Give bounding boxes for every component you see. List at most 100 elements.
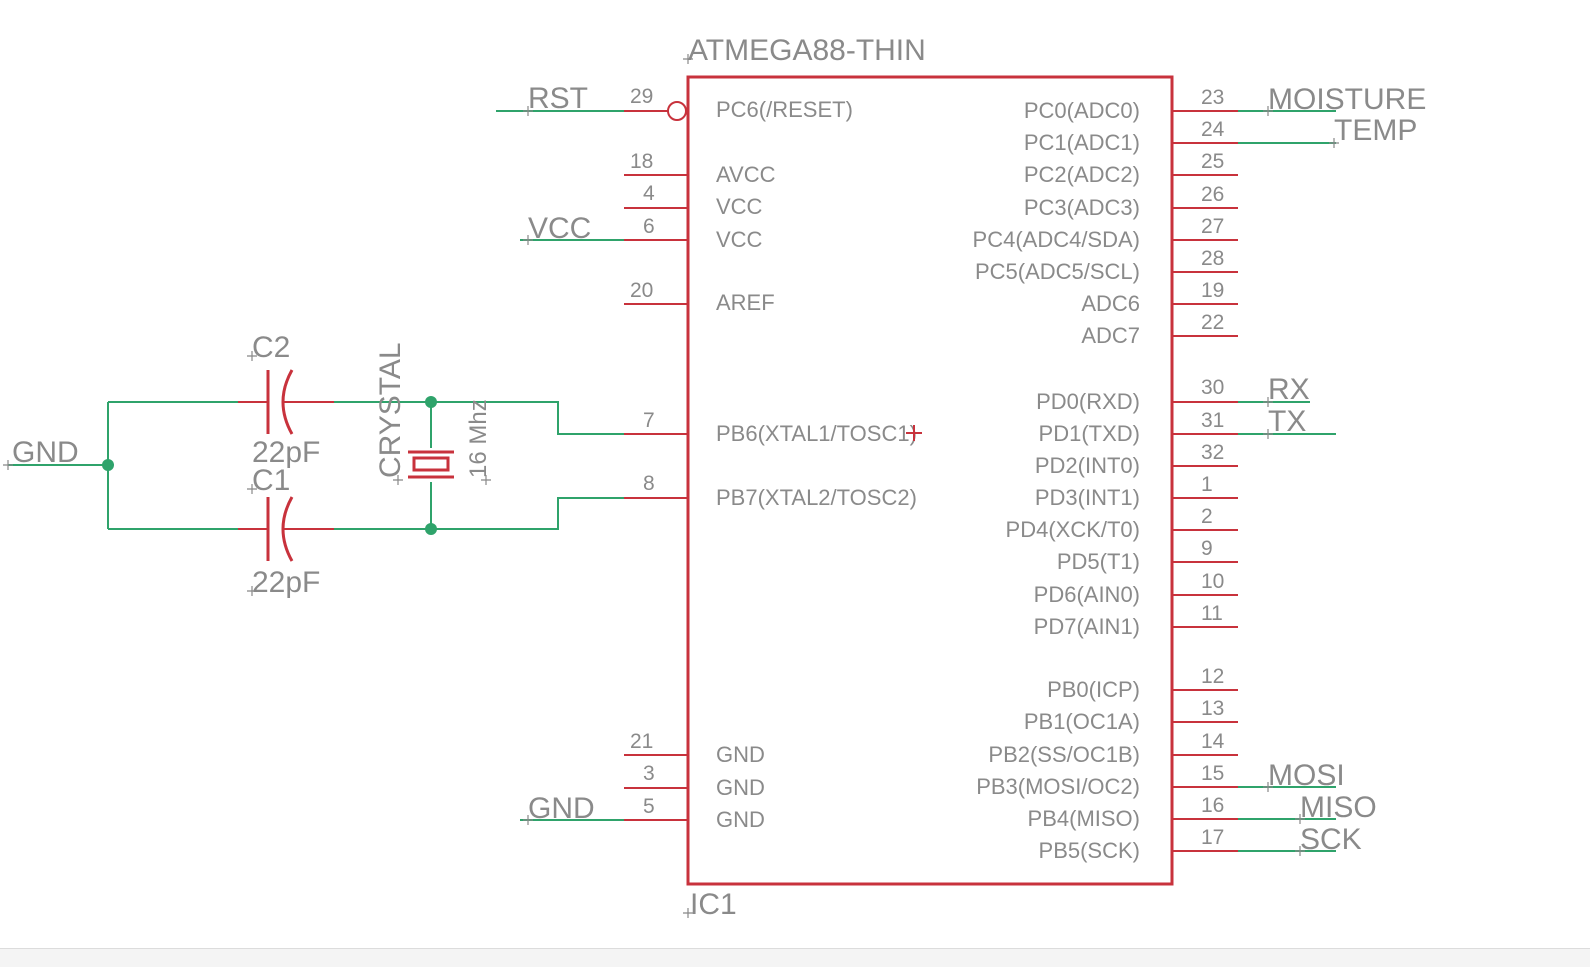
pin-label: PD5(T1)	[1057, 549, 1140, 574]
net-label: GND	[528, 792, 595, 825]
left-pin-3: 3 GND	[624, 762, 765, 800]
right-pin-14: 14 PB2(SS/OC1B)	[988, 730, 1238, 767]
right-pin-31: 31 PD1(TXD)	[1039, 409, 1238, 446]
crystal-value: 16 Mhz	[465, 399, 492, 478]
cap-value: 22pF	[252, 566, 320, 599]
pin-label: PD3(INT1)	[1035, 485, 1140, 510]
pin-label: ADC6	[1081, 291, 1140, 316]
net-label: VCC	[528, 212, 591, 245]
ic-name-origin-mark	[683, 54, 693, 64]
pin-number: 26	[1201, 183, 1224, 206]
pin-number: 12	[1201, 665, 1224, 688]
right-pin-19: 19 ADC6	[1081, 279, 1238, 316]
pin-label: GND	[716, 775, 765, 800]
left-pin-18: 18 AVCC	[624, 150, 776, 187]
right-pin-15: 15 PB3(MOSI/OC2)	[976, 762, 1238, 799]
pin-label: PB6(XTAL1/TOSC1)	[716, 421, 917, 446]
pin-number: 10	[1201, 570, 1224, 593]
left-pin-6: 6 VCC	[624, 215, 763, 252]
pin-label: PD1(TXD)	[1039, 421, 1140, 446]
pin-label: PB7(XTAL2/TOSC2)	[716, 485, 917, 510]
pin-label: PC1(ADC1)	[1024, 130, 1140, 155]
pin-number: 18	[630, 150, 653, 173]
left-pin-4: 4 VCC	[624, 182, 763, 219]
crystal-symbol: CRYSTAL 16 Mhz	[374, 342, 492, 485]
pin-number: 16	[1201, 794, 1224, 817]
net-temp: TEMP	[1238, 114, 1417, 148]
pin-label: PC3(ADC3)	[1024, 195, 1140, 220]
pin-number: 19	[1201, 279, 1224, 302]
pin-number: 2	[1201, 505, 1213, 528]
pin-label: PB0(ICP)	[1047, 677, 1140, 702]
cap-refdes: C2	[252, 331, 290, 364]
pin-number: 14	[1201, 730, 1225, 753]
junction-dot	[425, 523, 437, 535]
crystal-refdes: CRYSTAL	[374, 342, 407, 478]
junction-dot	[102, 459, 114, 471]
right-pin-26: 26 PC3(ADC3)	[1024, 183, 1238, 220]
pin-number: 29	[630, 85, 653, 108]
ic-name: ATMEGA88-THIN	[688, 34, 926, 67]
pin-label: AVCC	[716, 162, 776, 187]
net-tx: TX	[1238, 405, 1336, 439]
right-pin-17: 17 PB5(SCK)	[1039, 826, 1238, 863]
pin-label: PC6(/RESET)	[716, 97, 853, 122]
left-pin-8: 8 PB7(XTAL2/TOSC2)	[624, 472, 917, 510]
junction-dot	[425, 396, 437, 408]
net-label: MOISTURE	[1268, 83, 1426, 116]
pin-number: 32	[1201, 441, 1224, 464]
left-pin-21: 21 GND	[624, 730, 765, 767]
pin-number: 9	[1201, 537, 1213, 560]
pin-label: GND	[716, 807, 765, 832]
right-pin-27: 27 PC4(ADC4/SDA)	[973, 215, 1238, 252]
pin-label: PC0(ADC0)	[1024, 98, 1140, 123]
net-vcc: VCC	[520, 212, 624, 245]
right-pin-9: 9 PD5(T1)	[1057, 537, 1238, 574]
pin-number: 8	[643, 472, 655, 495]
pin-number: 27	[1201, 215, 1224, 238]
cap-refdes: C1	[252, 464, 290, 497]
left-pin-29: 29 PC6(/RESET)	[624, 85, 853, 122]
right-pin-22: 22 ADC7	[1081, 311, 1238, 348]
pin-label: PD4(XCK/T0)	[1006, 517, 1140, 542]
right-pin-2: 2 PD4(XCK/T0)	[1006, 505, 1238, 542]
pin-label: VCC	[716, 194, 763, 219]
left-pin-20: 20 AREF	[624, 279, 775, 315]
right-pin-10: 10 PD6(AIN0)	[1034, 570, 1238, 607]
right-pin-13: 13 PB1(OC1A)	[1024, 697, 1238, 734]
pin-number: 13	[1201, 697, 1224, 720]
pin-label: VCC	[716, 227, 763, 252]
reset-inversion-bubble	[667, 101, 687, 121]
pin-label: PB1(OC1A)	[1024, 709, 1140, 734]
pin-label: PC2(ADC2)	[1024, 162, 1140, 187]
pin-number: 20	[630, 279, 653, 302]
net-label: TEMP	[1334, 114, 1417, 147]
net-gnd-ic: GND	[520, 792, 624, 825]
net-rst: RST	[496, 82, 624, 116]
pin-number: 23	[1201, 86, 1224, 109]
left-pin-5: 5 GND	[624, 795, 765, 832]
right-pin-1: 1 PD3(INT1)	[1035, 473, 1238, 510]
net-moisture: MOISTURE	[1238, 83, 1426, 116]
pin-label: PD2(INT0)	[1035, 453, 1140, 478]
pin-label: GND	[716, 742, 765, 767]
pin-number: 4	[643, 182, 655, 205]
pin-number: 30	[1201, 376, 1224, 399]
right-pin-23: 23 PC0(ADC0)	[1024, 86, 1238, 123]
pin-label: PB2(SS/OC1B)	[988, 742, 1140, 767]
net-miso: MISO	[1238, 791, 1377, 824]
pin-label: PD6(AIN0)	[1034, 582, 1140, 607]
net-gnd-osc: GND	[3, 436, 79, 470]
pin-number: 31	[1201, 409, 1224, 432]
net-label: MISO	[1300, 791, 1377, 824]
oscillator-wires	[8, 396, 624, 535]
net-label: RST	[528, 82, 588, 115]
pin-label: PB4(MISO)	[1028, 806, 1140, 831]
pin-label: PD7(AIN1)	[1034, 614, 1140, 639]
right-pin-28: 28 PC5(ADC5/SCL)	[975, 247, 1238, 284]
pin-number: 21	[630, 730, 653, 753]
pin-label: PC5(ADC5/SCL)	[975, 259, 1140, 284]
right-pin-25: 25 PC2(ADC2)	[1024, 150, 1238, 187]
right-pin-32: 32 PD2(INT0)	[1035, 441, 1238, 478]
capacitor-c2: C2 22pF	[238, 331, 334, 469]
